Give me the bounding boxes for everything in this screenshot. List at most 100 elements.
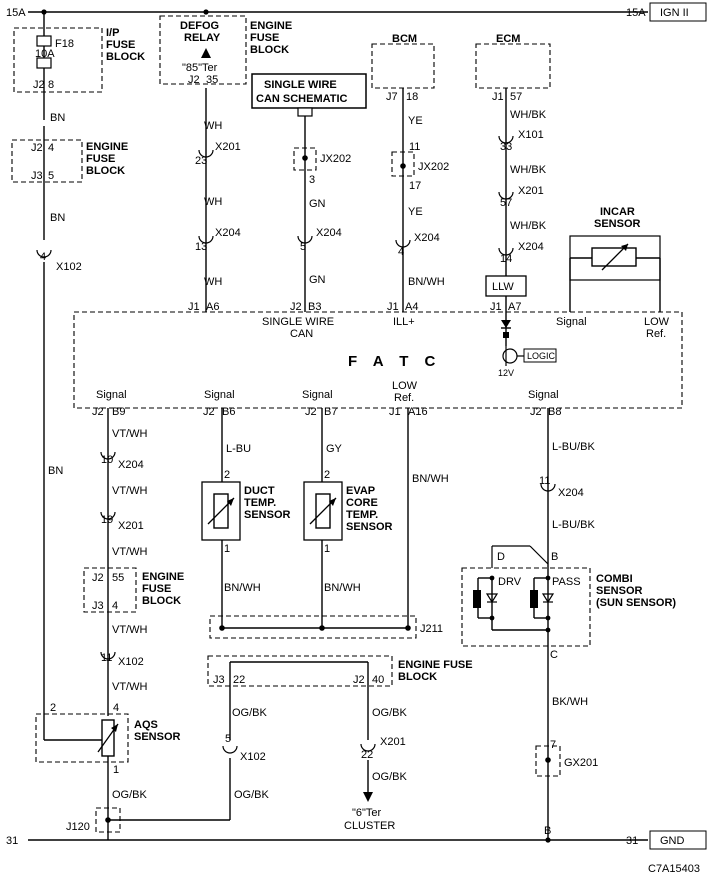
connector-x204-defog: 13 X204: [195, 227, 241, 253]
gx201-label: GX201: [564, 757, 598, 769]
x102-bottom-no: 5: [225, 733, 231, 745]
duct-title-1: DUCT: [244, 485, 275, 497]
eng-fuse-top-title-2: FUSE: [250, 32, 279, 44]
wire-ogbk-5: OG/BK: [372, 771, 408, 783]
connector-x204-ecm: 14 X204: [498, 241, 544, 265]
fatc-pin-a6-j: J1: [188, 301, 200, 313]
fatc-pin-a4-j: J1: [387, 301, 399, 313]
efb-mid-top-pin: J2: [92, 572, 104, 584]
wire-wh-2: WH: [204, 196, 222, 208]
j211-label: J211: [420, 623, 443, 635]
wire-label-bn-3: BN: [48, 465, 63, 477]
connector-x204-bcm: 4 X204: [395, 232, 440, 258]
combi-title-2: SENSOR: [596, 585, 643, 597]
gnd-tag: GND: [660, 835, 685, 847]
v12-label: 12V: [498, 368, 514, 378]
efb-bot-title-1: ENGINE FUSE: [398, 659, 473, 671]
aqs-title-2: SENSOR: [134, 731, 181, 743]
eng-fuse-top-title-3: BLOCK: [250, 44, 289, 56]
wire-label-bn-1: BN: [50, 112, 65, 124]
logic-label: LOGIC: [527, 351, 556, 361]
ecm-module: ECM J1 57: [475, 33, 551, 103]
incar-signal-label: Signal: [556, 316, 587, 328]
can-schematic: SINGLE WIRE CAN SCHEMATIC: [251, 73, 367, 117]
evap-title-1: EVAP: [346, 485, 375, 497]
x102-left-label: X102: [56, 261, 82, 273]
efb-left-bot-no: 5: [48, 170, 54, 182]
fatc-pin-b3-j: J2: [290, 301, 302, 313]
x204-defog-label: X204: [215, 227, 241, 239]
aqs-pin4: 4: [113, 702, 119, 714]
engine-fuse-block-left: J2 4 J3 5 ENGINE FUSE BLOCK: [11, 126, 128, 240]
incar-title-2: SENSOR: [594, 218, 641, 230]
x201-cluster-no: 22: [361, 749, 373, 761]
wire-lbubk-2: L-BU/BK: [552, 519, 595, 531]
jx202-can-no: 3: [309, 174, 315, 186]
connector-x204-b9: 10 X204: [100, 451, 144, 471]
jx202-can-label: JX202: [320, 153, 351, 165]
wire-bnwh-duct: BN/WH: [224, 582, 261, 594]
x204-b8-no: 11: [539, 475, 550, 487]
x204-ecm-no: 14: [500, 253, 512, 265]
fatc-bot-j-5: J2: [530, 406, 542, 418]
connector-x102-bottom: 5 X102: [222, 733, 266, 763]
x204-b9-no: 10: [101, 454, 113, 466]
x201-ecm-no: 57: [500, 197, 512, 209]
engine-fuse-block-bottom: J3 22 J2 40 ENGINE FUSE BLOCK: [207, 655, 473, 687]
x102-bottom-label: X102: [240, 751, 266, 763]
combi-title-1: COMBI: [596, 573, 633, 585]
ip-fuse-title-3: BLOCK: [106, 51, 145, 63]
fuse-pin-no: 8: [48, 79, 54, 91]
defog-relay: DEFOG RELAY "85"Ter J2 35 ENGINE FUSE BL…: [159, 15, 292, 86]
efb-bot-left-pin: J3: [213, 674, 225, 686]
fatc-single-wire-1: SINGLE WIRE: [262, 316, 334, 328]
x204-b9-label: X204: [118, 459, 144, 471]
rail-label-left: 15A: [6, 7, 26, 19]
efb-bot-left-no: 22: [233, 674, 245, 686]
connector-x204-can: 5 X204: [297, 227, 342, 253]
combi-title-3: (SUN SENSOR): [596, 597, 676, 609]
efb-left-title-2: FUSE: [86, 153, 115, 165]
x102-b9-label: X102: [118, 656, 144, 668]
ignition-rail: 15A 15A IGN II: [6, 2, 707, 22]
connector-jx202-bcm: 11 JX202 17: [391, 141, 449, 192]
wire-whbk-2: WH/BK: [510, 164, 547, 176]
ecm-title: ECM: [496, 33, 520, 45]
fatc-bot-j-1: J2: [92, 406, 104, 418]
x204-can-no: 5: [300, 241, 306, 253]
rail-label-right: 15A: [626, 7, 646, 19]
fatc-pin-a7-j: J1: [490, 301, 502, 313]
fatc-bot-j-2: J2: [203, 406, 215, 418]
aqs-sensor: 2 4 1 AQS SENSOR: [35, 702, 181, 776]
fatc-title: F A T C: [348, 353, 441, 370]
fatc-single-wire-2: CAN: [290, 328, 313, 340]
evap-title-2: CORE: [346, 497, 378, 509]
fuse-id: F18: [55, 38, 74, 50]
combi-pass: PASS: [552, 576, 581, 588]
wire-lbu: L-BU: [226, 443, 251, 455]
wire-vtwh-2: VT/WH: [112, 485, 147, 497]
wire-bnwh-evap: BN/WH: [324, 582, 361, 594]
x204-defog-no: 13: [195, 241, 207, 253]
wire-wh-1: WH: [204, 120, 222, 132]
bcm-pin-no: 18: [406, 91, 418, 103]
efb-left-top-no: 4: [48, 142, 54, 154]
connector-gx201: 7 GX201: [535, 739, 598, 777]
ip-fuse-title-2: FUSE: [106, 39, 135, 51]
wire-bnwh-a16: BN/WH: [412, 473, 449, 485]
x102-b9-no: 11: [101, 652, 112, 664]
wire-vtwh-5: VT/WH: [112, 681, 147, 693]
combi-sun-sensor: D B DRV PASS C COMBI SENSOR (SUN SENSOR): [461, 545, 676, 661]
ign-tag: IGN II: [660, 7, 689, 19]
fatc-bot-sig-1: Signal: [96, 389, 127, 401]
connector-x101-ecm: 33 X101: [498, 129, 544, 153]
aqs-pin1: 1: [113, 764, 119, 776]
fatc-bot-ref: Ref.: [394, 392, 414, 404]
ecm-pin: J1: [492, 91, 504, 103]
wire-ogbk-4: OG/BK: [372, 707, 408, 719]
fatc-bot-j-4: J1: [389, 406, 401, 418]
splice-j211: J211: [209, 615, 443, 639]
incar-sensor: INCAR SENSOR: [569, 206, 661, 312]
combi-pin-d: D: [497, 551, 505, 563]
